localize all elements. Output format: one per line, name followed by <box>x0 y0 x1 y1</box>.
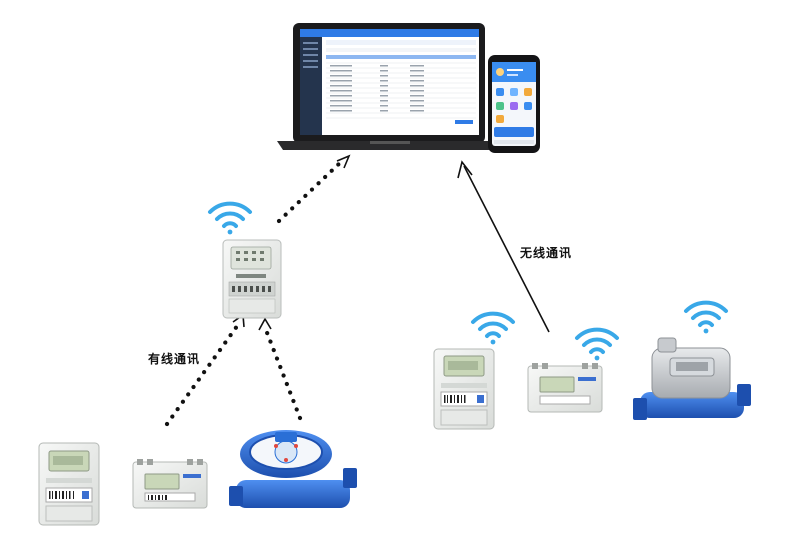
arrowhead-laptop <box>336 154 351 169</box>
phone-icon <box>488 55 540 153</box>
arrowhead-wireless <box>457 160 473 179</box>
electric-meter-icon <box>38 442 100 526</box>
link-water-meter-to-concentrator <box>263 327 303 421</box>
laptop-icon <box>277 23 502 150</box>
wireless-link <box>457 160 550 333</box>
din-rail-meter-icon <box>132 459 208 509</box>
wired-links <box>164 157 346 427</box>
wired-communication-label: 有线通讯 <box>148 352 201 366</box>
wifi-icon <box>575 327 619 361</box>
concentrator-icon <box>222 239 282 319</box>
din-rail-meter-icon <box>527 363 603 413</box>
wireless-communication-label: 无线通讯 <box>520 246 573 260</box>
wifi-icon <box>208 201 252 235</box>
water-meter-icon <box>633 337 751 420</box>
wifi-icon <box>684 300 728 334</box>
wifi-icon <box>471 311 515 345</box>
link-concentrator-to-laptop <box>276 157 346 224</box>
electric-meter-icon <box>433 348 495 430</box>
arrowhead-concentrator-right <box>258 317 272 331</box>
link-meter-to-concentrator <box>164 319 243 427</box>
water-meter-icon <box>229 430 357 508</box>
